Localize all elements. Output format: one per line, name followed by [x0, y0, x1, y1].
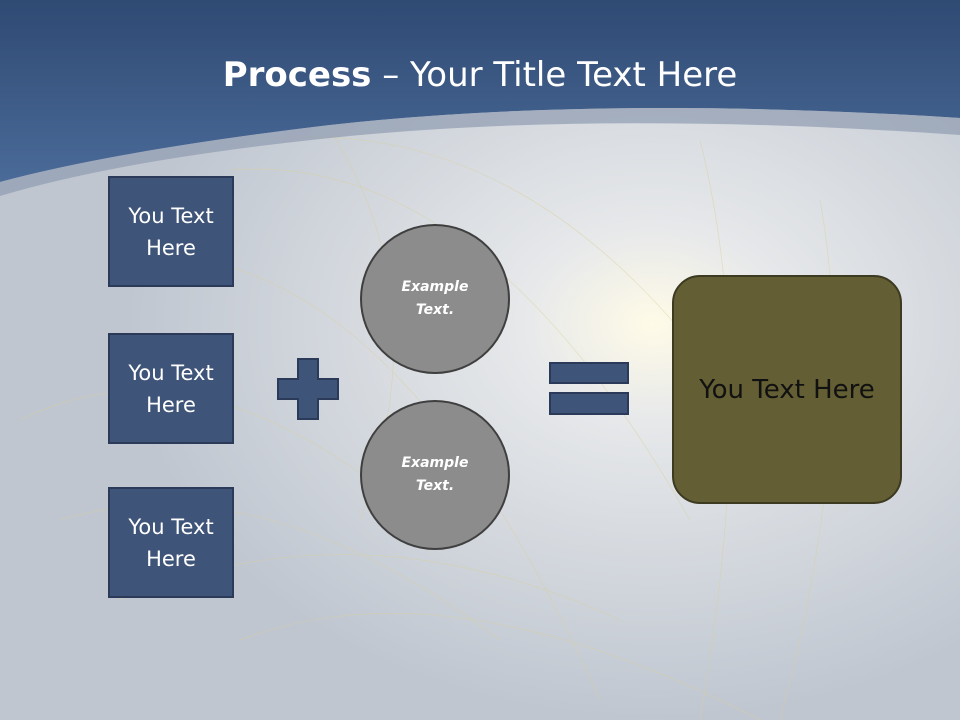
left-box-1[interactable]: You Text Here	[108, 176, 234, 287]
equals-icon	[549, 362, 629, 415]
left-box-2[interactable]: You Text Here	[108, 333, 234, 444]
example-circle-1[interactable]: Example Text.	[360, 224, 510, 374]
plus-icon	[277, 358, 339, 420]
result-box[interactable]: You Text Here	[672, 275, 902, 504]
title-bold: Process	[222, 55, 372, 95]
left-box-3[interactable]: You Text Here	[108, 487, 234, 598]
title-rest: – Your Title Text Here	[371, 55, 738, 95]
example-circle-2[interactable]: Example Text.	[360, 400, 510, 550]
page-title: Process – Your Title Text Here	[0, 52, 960, 98]
